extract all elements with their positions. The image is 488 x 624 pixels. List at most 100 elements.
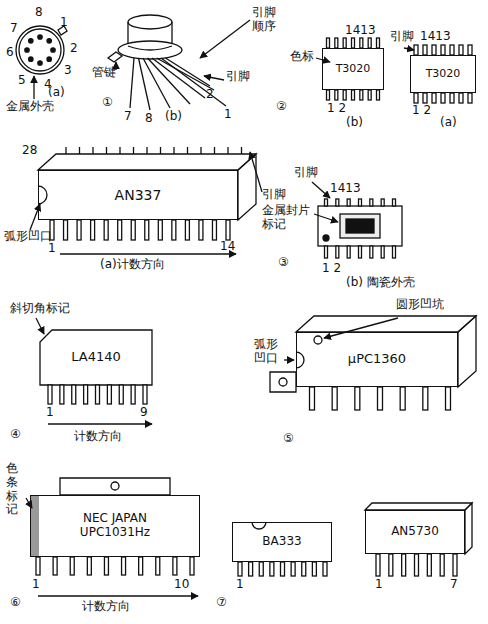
annotation-label: 1 2 [322,262,341,276]
pin-lead [360,90,363,100]
leader-line [312,182,330,198]
package-top-face [38,154,256,170]
annotation-label: 引脚顺序 [252,6,280,34]
annotation-label: ② [276,100,287,114]
pin-lead [352,90,355,100]
ceramic-case [318,206,402,246]
annotation-label: (a) [440,116,457,130]
package-top-face [296,316,476,332]
arc-notch [252,522,266,529]
ic-body: NEC JAPAN UPC1031Hz [30,495,200,557]
pin-lead [104,220,108,240]
metal-seal-plate [340,214,380,238]
count-direction-arrow [38,595,198,596]
ic-body: BA333 [232,522,332,562]
annotation-label: 圆形凹坑 [396,298,444,312]
can-key [108,52,122,62]
pin-lead [450,45,454,55]
pin-lead [166,58,211,86]
annotation-label: 引脚 [294,166,318,180]
annotation-label: 计数方向 [82,600,130,614]
pin-lead [146,147,147,154]
leader-line [250,152,262,192]
annotation-label: 斜切角标记 [10,302,70,316]
pin-lead [393,199,396,206]
annotation-label: ① [102,96,113,110]
pin-lead [377,90,380,100]
part-number: AN5730 [388,525,442,539]
annotation-label: (a)计数方向 [100,258,165,272]
pin-dot [29,57,33,61]
annotation-label: (b) [346,116,363,130]
color-stripe [31,496,39,556]
metal-case [16,26,64,74]
pin1-mark [323,235,329,241]
pin-lead [84,385,88,404]
can-body [128,46,172,50]
pin-lead [104,557,108,575]
pin-lead [96,385,100,404]
pin-lead [335,38,338,48]
pin-dot [51,48,55,52]
pin-lead [199,220,203,240]
ic-body: LA4140 [40,330,152,385]
ic-body: μPC1360 [296,332,458,387]
pin-lead [156,557,160,575]
annotation-label: 色条标记 [6,462,20,517]
annotation-label: 弧形凹口 [4,230,52,244]
pin-lead [133,147,134,154]
pin-lead [440,554,444,576]
pin-lead [173,557,177,575]
pin-lead [139,557,143,575]
annotation-label: ⑥ [10,596,21,610]
annotation-label: 金属外壳 [6,100,54,114]
annotation-label: ④ [10,428,21,442]
part-number: T3020 [333,63,374,76]
pin-lead [335,90,338,100]
heat-sink-tab [60,478,170,495]
pin-lead [450,93,454,103]
pin-dot [25,48,29,52]
annotation-label: 1413 [420,30,451,44]
pin-lead [87,557,91,575]
pin-dot [38,61,42,65]
pin-lead [91,220,95,240]
ic-body: AN337 [38,170,238,220]
round-dimple [314,336,322,344]
pin-lead [187,147,188,154]
pin-lead [427,554,431,576]
annotation-label: 1413 [345,24,376,38]
annotation-label: 14 [220,240,235,254]
annotation-label: 管键 [92,66,116,80]
pin-lead [468,93,472,103]
pin-lead [423,93,427,103]
annotation-label: 引脚 [262,188,286,202]
pin-lead [468,45,472,55]
part-number: BA333 [259,535,304,549]
annotation-label: 色标 [290,50,314,64]
pin-lead [60,385,64,404]
annotation-label: 1 [60,16,68,30]
pin-lead [381,246,384,258]
pin-lead [143,385,147,404]
annotation-label: 1 [32,578,40,592]
ic-body: AN5730 [365,510,465,554]
pin-lead [53,557,57,575]
pin-lead [310,387,315,410]
pin-lead [377,38,380,48]
pin-lead [368,90,371,100]
ic-body: T3020 [322,48,384,90]
pin-lead [131,220,135,240]
pin-lead [453,554,457,576]
pin-lead [325,246,328,258]
pin-lead [226,220,230,240]
annotation-label: 6 [6,46,14,60]
pin-lead [327,38,330,48]
part-number: LA4140 [68,350,124,365]
leader-line [200,20,250,58]
annotation-label: 28 [22,144,37,158]
leader-line [404,48,414,50]
leader-line [284,359,294,360]
pin-lead [370,199,373,206]
pin-lead [432,93,436,103]
